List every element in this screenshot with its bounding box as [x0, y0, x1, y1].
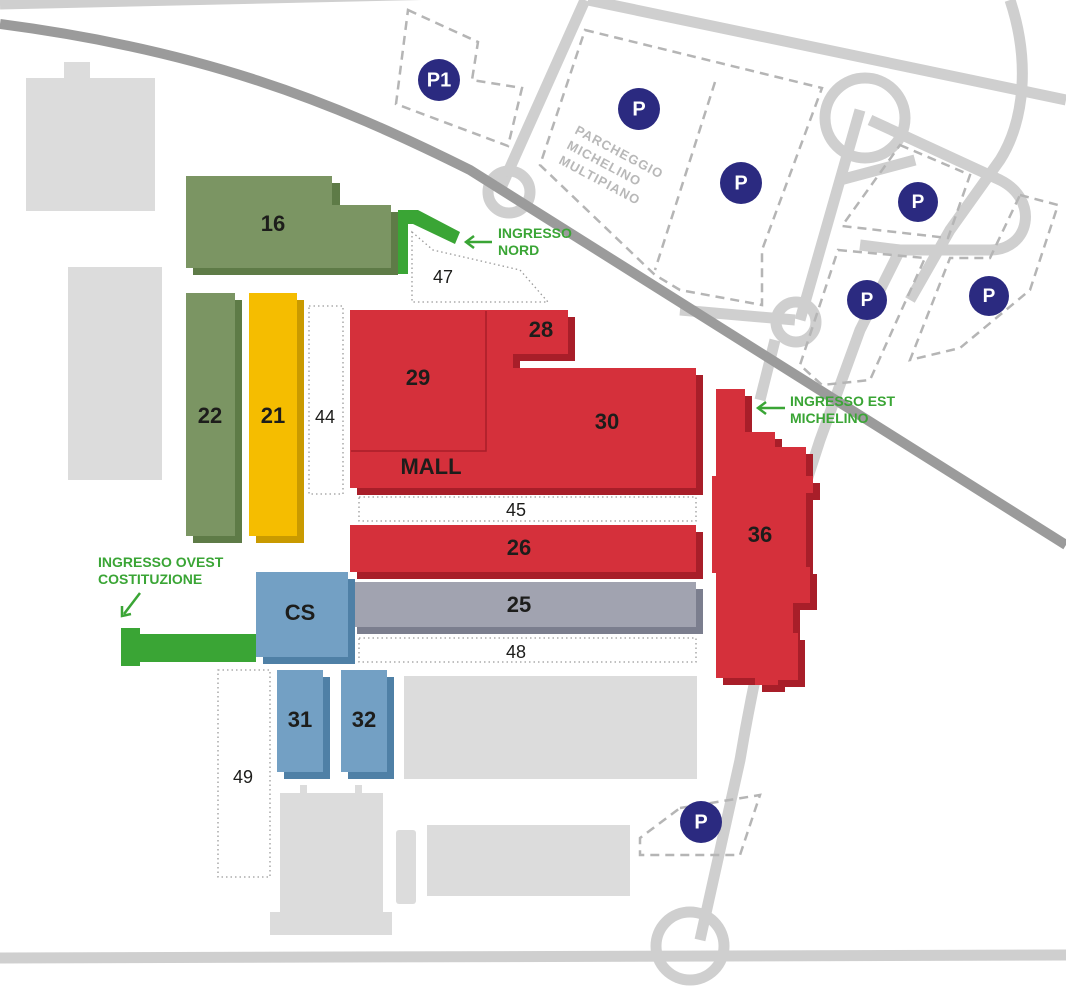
parking-label: P [912, 192, 925, 213]
entrance-east-line2: MICHELINO [790, 410, 869, 426]
building-31-label: 31 [288, 707, 312, 732]
rail-line [0, 19, 1066, 550]
building-32[interactable] [341, 670, 394, 779]
parking-badge[interactable]: P [969, 276, 1009, 316]
dotted-zones [217, 230, 697, 878]
entrance-north[interactable]: INGRESSO NORD [463, 225, 572, 258]
building-25-label: 25 [507, 592, 531, 617]
building-28-label: 28 [529, 317, 553, 342]
entrance-west-line2: COSTITUZIONE [98, 571, 202, 587]
parking-areas [394, 8, 1060, 857]
building-30-label: 30 [595, 409, 619, 434]
building-26-label: 26 [507, 535, 531, 560]
building-29-mall[interactable] [350, 310, 520, 495]
parking-label: P [861, 290, 874, 311]
building-21[interactable] [249, 293, 304, 543]
parking-badge[interactable]: P [847, 280, 887, 320]
neutral-buildings [26, 62, 697, 935]
building-cs[interactable] [256, 572, 355, 664]
zone-44-label: 44 [315, 407, 335, 427]
entrance-north-line2: NORD [498, 242, 539, 258]
parking-badge[interactable]: P [618, 88, 660, 130]
entrance-west[interactable]: INGRESSO OVEST COSTITUZIONE [98, 554, 224, 618]
entrance-east-line1: INGRESSO EST [790, 393, 895, 409]
building-32-label: 32 [352, 707, 376, 732]
building-21-label: 21 [261, 403, 285, 428]
zone-49-label: 49 [233, 767, 253, 787]
building-22-label: 22 [198, 403, 222, 428]
parking-label: P [734, 172, 747, 194]
parking-p1-label: P1 [427, 69, 451, 91]
building-25[interactable] [350, 582, 703, 634]
parking-label: P [632, 98, 645, 120]
parking-badge-p1[interactable]: P1 [418, 59, 460, 101]
parking-badge[interactable]: P [680, 801, 722, 843]
entrance-north-path [398, 210, 460, 274]
entrance-north-line1: INGRESSO [498, 225, 572, 241]
building-16[interactable] [186, 176, 398, 275]
parking-badge[interactable]: P [898, 182, 938, 222]
building-30[interactable] [513, 368, 703, 495]
entrance-west-path [121, 628, 256, 666]
building-31[interactable] [277, 670, 330, 779]
building-16-label: 16 [261, 211, 285, 236]
building-36[interactable] [712, 389, 820, 692]
parking-badge[interactable]: P [720, 162, 762, 204]
mall-label: MALL [400, 454, 461, 479]
building-26[interactable] [350, 525, 703, 579]
building-22[interactable] [186, 293, 242, 543]
building-28[interactable] [513, 310, 575, 361]
zone-45-label: 45 [506, 500, 526, 520]
parking-label: P [983, 286, 996, 307]
parking-label: P [694, 811, 707, 833]
entrance-west-line1: INGRESSO OVEST [98, 554, 224, 570]
entrance-east[interactable]: INGRESSO EST MICHELINO [755, 393, 895, 426]
building-29-label: 29 [406, 365, 430, 390]
zone-48-label: 48 [506, 642, 526, 662]
zone-47-label: 47 [433, 267, 453, 287]
building-36-label: 36 [748, 522, 772, 547]
building-cs-label: CS [285, 600, 316, 625]
